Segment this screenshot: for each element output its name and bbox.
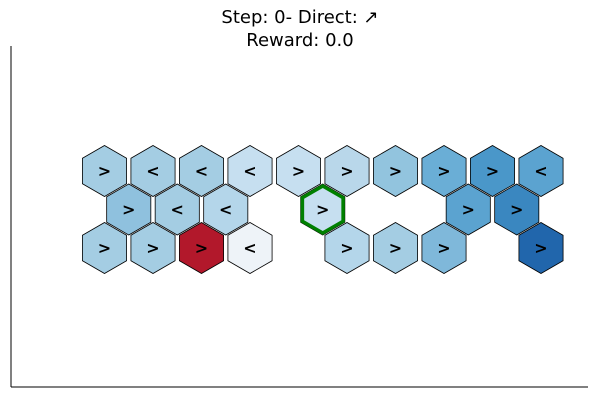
hex-cell-r0-c6 <box>373 145 418 197</box>
hex-cell-r2-c5 <box>324 222 370 274</box>
hex-cell-r2-c9 <box>518 222 564 274</box>
policy-arrow-r1-c2: < <box>219 200 232 219</box>
policy-arrow-r0-c3: < <box>243 162 256 181</box>
hex-cell-r0-c7 <box>421 145 467 197</box>
policy-arrow-r2-c2: > <box>195 239 208 258</box>
hex-cell-r0-c8 <box>470 145 515 197</box>
hex-cell-r0-c1 <box>130 145 176 197</box>
agent-highlight-hex <box>300 183 345 236</box>
hex-cell-r1-c0 <box>106 183 152 236</box>
hex-cell-r1-c1 <box>154 183 200 236</box>
policy-arrow-r0-c7: > <box>437 162 450 181</box>
hex-cell-r2-c0 <box>82 222 127 274</box>
policy-arrow-r1-c4: > <box>316 200 329 219</box>
policy-arrow-r2-c3: < <box>243 239 256 258</box>
hex-cell-r1-c2 <box>203 183 249 236</box>
policy-arrow-r0-c0: > <box>98 162 111 181</box>
policy-arrow-r0-c6: > <box>389 162 402 181</box>
hex-cell-r0-c5 <box>324 145 370 197</box>
policy-arrow-r1-c7: > <box>462 200 475 219</box>
policy-arrow-r2-c9: > <box>534 239 547 258</box>
hex-cell-r2-c3 <box>227 222 273 274</box>
hex-cell-r2-c6 <box>373 222 418 274</box>
title-step-direction: Step: 0- Direct: ↗ <box>221 7 378 28</box>
policy-arrow-r0-c4: > <box>292 162 305 181</box>
current-position-marker <box>300 183 345 236</box>
policy-arrow-r0-c2: < <box>195 162 208 181</box>
policy-arrow-r0-c8: > <box>486 162 499 181</box>
hex-cell-r2-c7 <box>421 222 467 274</box>
policy-arrow-r2-c6: > <box>389 239 402 258</box>
policy-arrow-r1-c1: < <box>171 200 184 219</box>
policy-arrow-r0-c1: < <box>146 162 159 181</box>
policy-arrow-r0-c9: < <box>534 162 547 181</box>
title-reward: Reward: 0.0 <box>246 30 353 51</box>
hex-cells: > < < < > > > > > < > < < > > > > > > < > > > > <box>82 145 564 274</box>
policy-arrow-r2-c5: > <box>340 239 353 258</box>
policy-arrow-r1-c0: > <box>122 200 135 219</box>
hex-cell-r2-c1 <box>130 222 176 274</box>
policy-arrow-r2-c7: > <box>437 239 450 258</box>
hex-cell-r2-c2 <box>179 222 224 274</box>
hex-cell-r1-c7 <box>445 183 491 236</box>
hex-cell-r0-c0 <box>82 145 127 197</box>
policy-arrow-r0-c5: > <box>340 162 353 181</box>
policy-arrow-r1-c8: > <box>510 200 523 219</box>
policy-arrow-r2-c1: > <box>146 239 159 258</box>
hex-cell-r0-c3 <box>227 145 273 197</box>
hex-cell-r0-c4 <box>276 145 321 197</box>
hex-cell-r0-c9 <box>518 145 564 197</box>
hex-cell-r0-c2 <box>179 145 224 197</box>
policy-arrow-r2-c0: > <box>98 239 111 258</box>
hex-cell-r1-c8 <box>494 183 540 236</box>
